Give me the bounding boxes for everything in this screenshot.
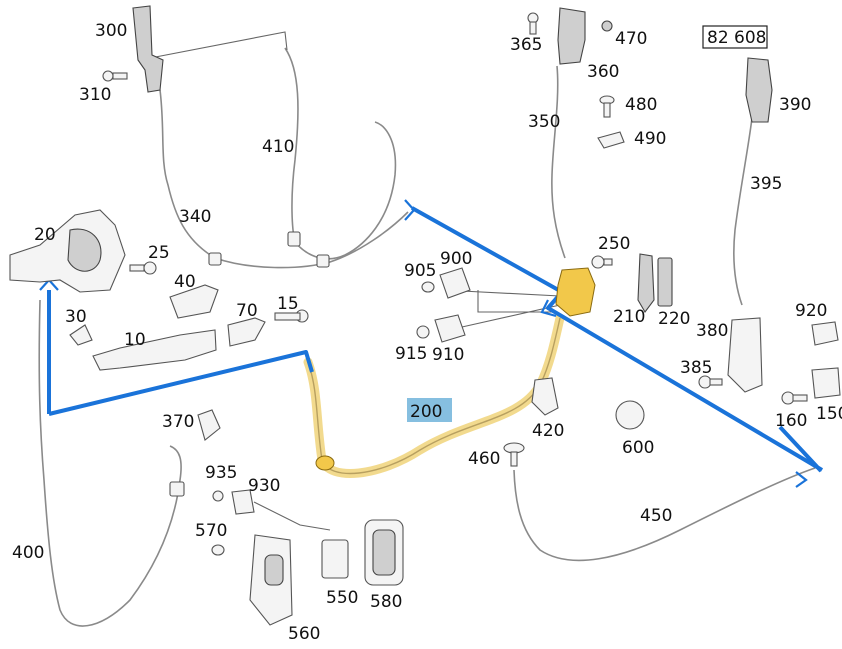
callout-25: 25 [148, 243, 170, 263]
cable-200-highlight[interactable] [303, 313, 565, 478]
callout-370: 370 [162, 412, 194, 432]
part-210 [637, 253, 655, 313]
part-900 [439, 267, 471, 299]
cable-410-upper [284, 47, 299, 243]
cable-350 [551, 65, 566, 259]
part-30 [69, 324, 93, 346]
callout-70: 70 [236, 301, 258, 321]
callout-580: 580 [370, 592, 402, 612]
highlight-200-box [407, 398, 452, 422]
part-550 [321, 539, 349, 579]
part-470 [601, 20, 613, 32]
callout-900: 900 [440, 249, 472, 269]
callout-480: 480 [625, 95, 657, 115]
callout-450: 450 [640, 506, 672, 526]
part-935 [212, 490, 224, 502]
callout-935: 935 [205, 463, 237, 483]
ref-box [702, 25, 768, 49]
cable-450 [513, 467, 816, 562]
callout-360: 360 [587, 62, 619, 82]
callout-310: 310 [79, 85, 111, 105]
part-150 [811, 367, 841, 399]
callout-915: 915 [395, 344, 427, 364]
part-365 [527, 12, 539, 35]
callout-300: 300 [95, 21, 127, 41]
part-420 [531, 377, 559, 416]
highlight-200-label: 200 [410, 402, 442, 422]
callout-340: 340 [179, 207, 211, 227]
part-70 [227, 317, 266, 347]
callout-20: 20 [34, 225, 56, 245]
part-390 [745, 57, 773, 123]
part-10 [92, 329, 217, 371]
part-480 [599, 95, 615, 118]
part-460 [503, 442, 525, 467]
part-385 [698, 375, 723, 389]
callout-210: 210 [613, 307, 645, 327]
callout-600: 600 [622, 438, 654, 458]
part-600 [615, 400, 645, 430]
part-380 [727, 317, 763, 393]
callout-160: 160 [775, 411, 807, 431]
callout-395: 395 [750, 174, 782, 194]
callout-10: 10 [124, 330, 146, 350]
part-300 [132, 5, 164, 93]
callout-420: 420 [532, 421, 564, 441]
callouts: 300 310 410 340 20 25 40 30 10 70 15 365… [12, 21, 842, 644]
callout-220: 220 [658, 309, 690, 329]
cable-340 [159, 89, 409, 269]
ref-box-label: 82 608 [707, 28, 766, 48]
callout-40: 40 [174, 272, 196, 292]
callout-350: 350 [528, 112, 560, 132]
part-570 [211, 544, 225, 556]
part-15 [274, 309, 309, 323]
part-310 [102, 70, 128, 82]
callout-15: 15 [277, 294, 299, 314]
part-25 [129, 261, 157, 275]
cables [38, 21, 816, 627]
callout-400: 400 [12, 543, 44, 563]
part-lock-200 [555, 267, 596, 317]
callout-470: 470 [615, 29, 647, 49]
callout-150: 150 [816, 404, 842, 424]
parts [9, 5, 841, 626]
callout-410: 410 [262, 137, 294, 157]
part-915 [416, 325, 430, 339]
callout-365: 365 [510, 35, 542, 55]
callout-385: 385 [680, 358, 712, 378]
callout-30: 30 [65, 307, 87, 327]
callout-570: 570 [195, 521, 227, 541]
callout-910: 910 [432, 345, 464, 365]
cable-395 [733, 117, 753, 306]
callout-390: 390 [779, 95, 811, 115]
callout-380: 380 [696, 321, 728, 341]
part-40 [169, 284, 219, 319]
part-920 [811, 321, 839, 346]
part-370 [197, 409, 221, 441]
callout-490: 490 [634, 129, 666, 149]
part-905 [421, 281, 435, 293]
cable-400 [38, 299, 182, 627]
callout-930: 930 [248, 476, 280, 496]
callout-550: 550 [326, 588, 358, 608]
part-360 [557, 7, 586, 65]
callout-250: 250 [598, 234, 630, 254]
part-250 [591, 255, 613, 269]
part-490 [597, 131, 625, 149]
callout-460: 460 [468, 449, 500, 469]
part-930 [231, 489, 255, 515]
cable-410-lower [294, 121, 397, 260]
part-160 [781, 391, 808, 405]
part-910 [434, 314, 466, 343]
part-20 [9, 209, 126, 293]
route-outline [39, 199, 824, 488]
callout-560: 560 [288, 624, 320, 644]
callout-920: 920 [795, 301, 827, 321]
callout-905: 905 [404, 261, 436, 281]
part-220 [657, 257, 673, 307]
